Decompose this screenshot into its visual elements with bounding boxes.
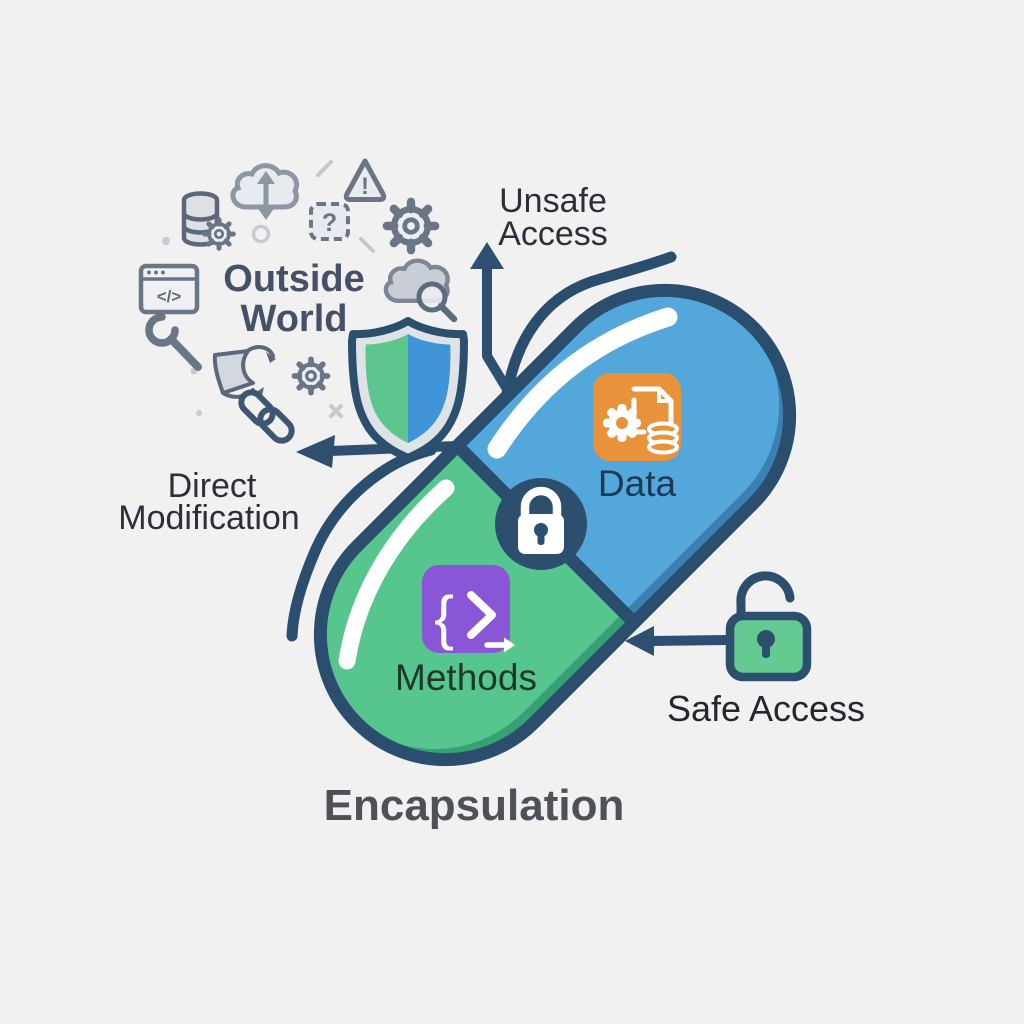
direct-modification-label-line1: Direct [168,467,257,505]
brace-glyph: { [434,584,454,651]
safe-access-label: Safe Access [667,688,865,729]
code-glyph: </> [157,287,182,306]
shield-icon [348,317,468,462]
question-glyph: ? [322,209,337,237]
unsafe-access-label-line1: Unsafe [499,182,607,220]
methods-label: Methods [395,657,537,698]
unsafe-access-arrow [470,242,515,399]
safe-access-arrow [625,626,731,656]
gear-icon-medium [294,359,327,392]
chain-link-icon [238,389,295,444]
locked-padlock-icon [495,478,587,570]
gear-icon-small [205,220,234,249]
deflection-curve-top [501,251,677,400]
data-label: Data [598,463,677,504]
unsafe-access-label-line2: Access [498,215,608,253]
decor-circle [251,224,271,244]
pen-path-icon [212,345,276,399]
wrench-icon [145,313,202,371]
outside-world-label-line2: World [241,298,348,340]
cloud-search-icon [386,261,458,323]
outside-world-label-line1: Outside [223,258,364,300]
database-stack-glyph [647,421,679,455]
direct-modification-label-line2: Modification [118,499,299,537]
outside-world-cluster: ! ? </> [138,158,458,444]
warning-icon: ! [343,158,387,202]
warning-glyph: ! [361,173,369,200]
code-window-icon: </> [138,263,200,315]
gear-icon-large [387,202,435,250]
question-box-icon: ? [309,202,350,241]
code-braces-arrow-icon: { [422,565,515,653]
capsule-outline [313,283,797,767]
deflection-curve-left [286,444,437,642]
cloud-sync-icon [233,166,297,220]
capsule-highlights [338,307,678,670]
unlocked-padlock-icon [725,571,812,682]
decor-marks [316,160,375,418]
page-title: Encapsulation [324,781,625,830]
gear-document-database-icon [593,373,681,461]
